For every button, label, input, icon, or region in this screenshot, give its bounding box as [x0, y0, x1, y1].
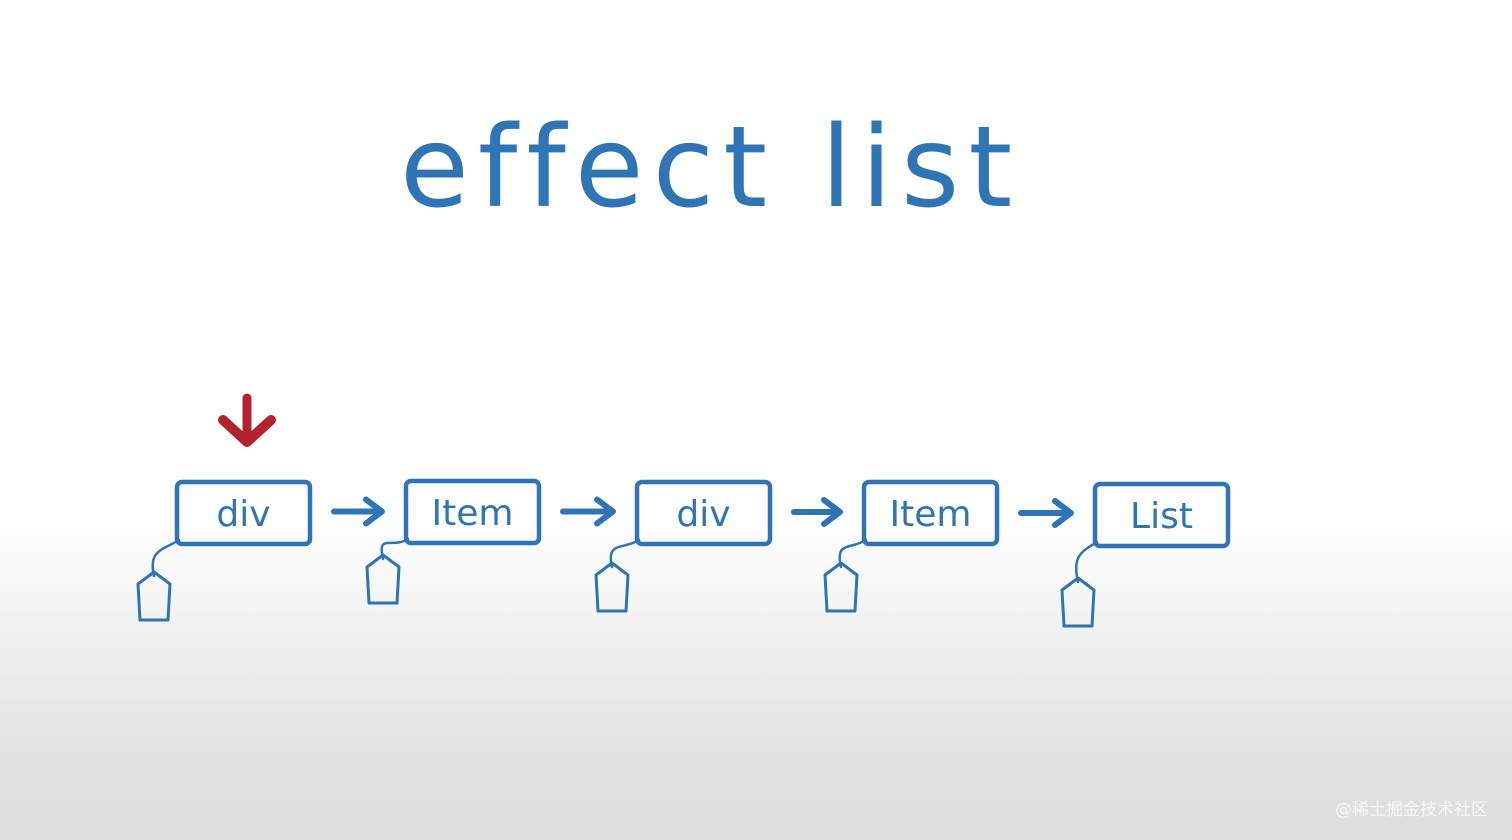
node-label: List — [1130, 496, 1193, 537]
list-node: Item — [365, 478, 542, 605]
node-box — [861, 479, 1000, 547]
list-node: div — [594, 479, 773, 613]
node-label: Item — [890, 494, 972, 535]
list-node: List — [1060, 481, 1231, 628]
right-arrow-icon — [560, 496, 616, 527]
node-box — [174, 479, 313, 547]
node-tag-string — [151, 538, 181, 578]
tag-icon — [1060, 576, 1096, 628]
tag-icon — [365, 553, 401, 605]
node-tag-string — [609, 538, 641, 569]
node-box — [403, 478, 542, 546]
node-label: Item — [432, 493, 514, 534]
node-label: div — [676, 494, 730, 535]
watermark: @稀土掘金技术社区 — [1335, 800, 1488, 820]
right-arrow-icon — [1018, 498, 1074, 528]
node-tag-string — [838, 538, 868, 569]
node-label: div — [216, 494, 270, 535]
node-tag-string — [1074, 540, 1099, 584]
list-node: div — [136, 479, 313, 622]
tag-icon — [823, 561, 859, 613]
down-arrow-icon — [218, 393, 276, 447]
node-box — [1092, 481, 1231, 549]
tag-icon — [594, 561, 630, 613]
right-arrow-icon — [331, 496, 385, 527]
right-arrow-icon — [791, 497, 843, 527]
list-node: Item — [823, 479, 1000, 613]
node-tag-string — [380, 537, 410, 561]
node-box — [634, 479, 773, 547]
diagram-title: effect list — [400, 103, 1022, 233]
tag-icon — [136, 570, 172, 622]
